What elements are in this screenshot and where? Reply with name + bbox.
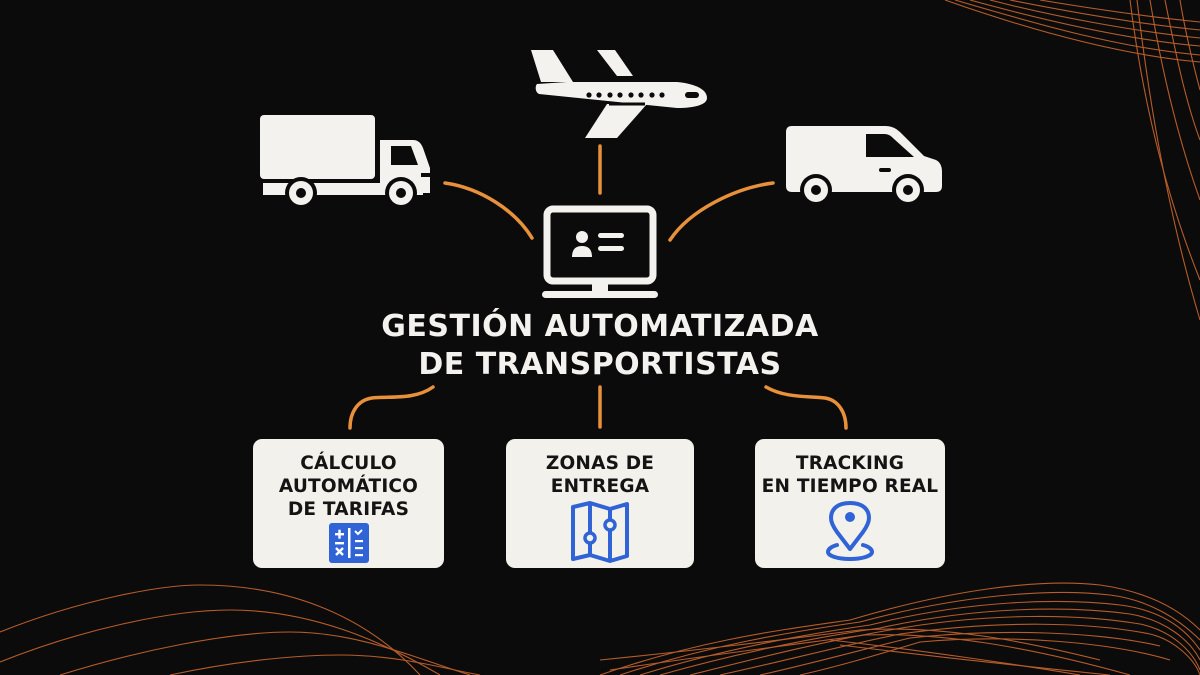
connector-van bbox=[668, 181, 775, 242]
feature-card-delivery-zones: ZONAS DE ENTREGA bbox=[506, 439, 694, 568]
feature-card-rate-calculation: CÁLCULO AUTOMÁTICO DE TARIFAS bbox=[253, 439, 444, 568]
truck-icon bbox=[260, 115, 431, 208]
connector-truck bbox=[443, 181, 534, 240]
airplane-icon bbox=[531, 50, 707, 138]
computer-monitor-contact-icon bbox=[542, 205, 658, 298]
connector-card-1 bbox=[348, 385, 435, 430]
feature-card-real-time-tracking: TRACKING EN TIEMPO REAL bbox=[755, 439, 945, 568]
card-label: ZONAS DE ENTREGA bbox=[506, 452, 694, 498]
card-label-line-1: CÁLCULO bbox=[300, 453, 397, 474]
title-line-2: DE TRANSPORTISTAS bbox=[418, 347, 782, 382]
card-label-line-1: ZONAS DE bbox=[545, 453, 655, 474]
card-label-line-2: AUTOMÁTICO bbox=[278, 476, 419, 497]
card-label: CÁLCULO AUTOMÁTICO DE TARIFAS bbox=[253, 452, 444, 521]
card-label-line-2: EN TIEMPO REAL bbox=[761, 476, 939, 497]
map-icon bbox=[571, 501, 629, 563]
diagram-title: GESTIÓN AUTOMATIZADA DE TRANSPORTISTAS bbox=[330, 308, 870, 384]
van-icon bbox=[786, 126, 942, 206]
location-pin-icon bbox=[825, 501, 875, 562]
card-label: TRACKING EN TIEMPO REAL bbox=[755, 452, 945, 498]
calculator-icon bbox=[328, 523, 369, 563]
card-label-line-1: TRACKING bbox=[795, 453, 905, 474]
connector-card-3 bbox=[764, 385, 848, 430]
title-line-1: GESTIÓN AUTOMATIZADA bbox=[381, 309, 819, 344]
card-label-line-2: ENTREGA bbox=[550, 476, 650, 497]
card-label-line-3: DE TARIFAS bbox=[287, 499, 410, 520]
